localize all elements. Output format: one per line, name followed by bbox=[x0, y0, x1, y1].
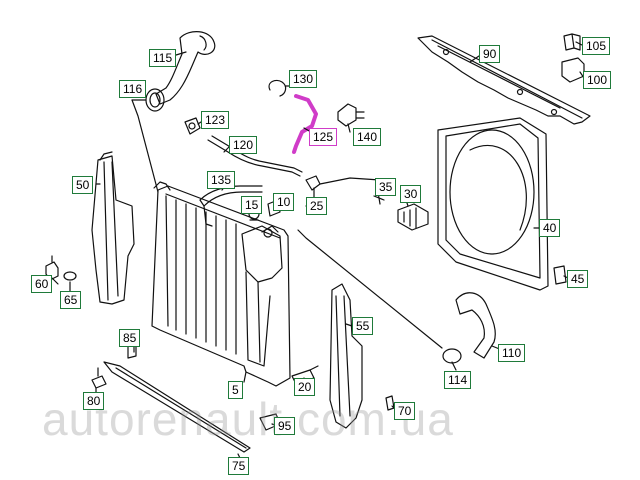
bleed-pipe-part bbox=[207, 139, 301, 177]
callout-105[interactable]: 105 bbox=[582, 37, 611, 55]
callout-110[interactable]: 110 bbox=[498, 344, 526, 362]
clamp-ring-part bbox=[268, 79, 287, 97]
callout-135[interactable]: 135 bbox=[207, 171, 236, 189]
fitting-part bbox=[305, 175, 321, 191]
side-panel-left-part bbox=[91, 155, 135, 305]
callout-130[interactable]: 130 bbox=[289, 70, 318, 88]
callout-85[interactable]: 85 bbox=[119, 329, 141, 347]
callout-80[interactable]: 80 bbox=[83, 392, 105, 410]
side-panel-right-part bbox=[329, 283, 363, 429]
callout-114[interactable]: 114 bbox=[444, 371, 472, 389]
upper-hose-part bbox=[155, 31, 216, 105]
callout-65[interactable]: 65 bbox=[60, 291, 82, 309]
lower-hose-part bbox=[455, 292, 496, 359]
highlighted-hose-part bbox=[292, 94, 318, 154]
radiator-core-part bbox=[151, 185, 291, 387]
callout-123[interactable]: 123 bbox=[201, 111, 230, 129]
lower-clamp-part bbox=[442, 348, 462, 364]
callout-35[interactable]: 35 bbox=[375, 178, 397, 196]
callout-100[interactable]: 100 bbox=[583, 71, 612, 89]
callout-116[interactable]: 116 bbox=[119, 80, 147, 98]
callout-55[interactable]: 55 bbox=[352, 317, 374, 335]
seal-strip-part bbox=[103, 361, 251, 453]
callout-90[interactable]: 90 bbox=[479, 45, 501, 63]
callout-15[interactable]: 15 bbox=[241, 196, 263, 214]
callout-25[interactable]: 25 bbox=[306, 197, 328, 215]
mount-bolt-part bbox=[45, 261, 59, 281]
callout-60[interactable]: 60 bbox=[31, 275, 53, 293]
callout-30[interactable]: 30 bbox=[400, 185, 422, 203]
callout-125[interactable]: 125 bbox=[309, 128, 338, 146]
watermark-text: autorenault.com.ua bbox=[42, 393, 454, 445]
callout-50[interactable]: 50 bbox=[72, 176, 94, 194]
switch-part bbox=[397, 203, 429, 231]
callout-45[interactable]: 45 bbox=[567, 270, 589, 288]
hose-clamp-part bbox=[145, 88, 165, 112]
callout-5[interactable]: 5 bbox=[228, 381, 243, 399]
callout-10[interactable]: 10 bbox=[273, 193, 295, 211]
clip-part bbox=[563, 33, 575, 51]
callout-95[interactable]: 95 bbox=[274, 417, 296, 435]
sensor-part bbox=[337, 103, 357, 127]
expansion-tank-part bbox=[241, 225, 283, 283]
callout-75[interactable]: 75 bbox=[228, 457, 250, 475]
pad-part bbox=[561, 57, 585, 83]
top-bar-part bbox=[417, 35, 591, 125]
shroud-clip-part bbox=[553, 265, 567, 285]
fan-shroud-part bbox=[437, 117, 549, 291]
callout-20[interactable]: 20 bbox=[294, 378, 316, 396]
callout-40[interactable]: 40 bbox=[539, 219, 561, 237]
callout-115[interactable]: 115 bbox=[149, 49, 177, 67]
washer-part bbox=[63, 271, 77, 281]
callout-70[interactable]: 70 bbox=[394, 402, 416, 420]
bracket-part bbox=[184, 117, 201, 135]
callout-120[interactable]: 120 bbox=[229, 136, 258, 154]
lower-bolt-part bbox=[91, 375, 107, 389]
callout-140[interactable]: 140 bbox=[353, 128, 382, 146]
